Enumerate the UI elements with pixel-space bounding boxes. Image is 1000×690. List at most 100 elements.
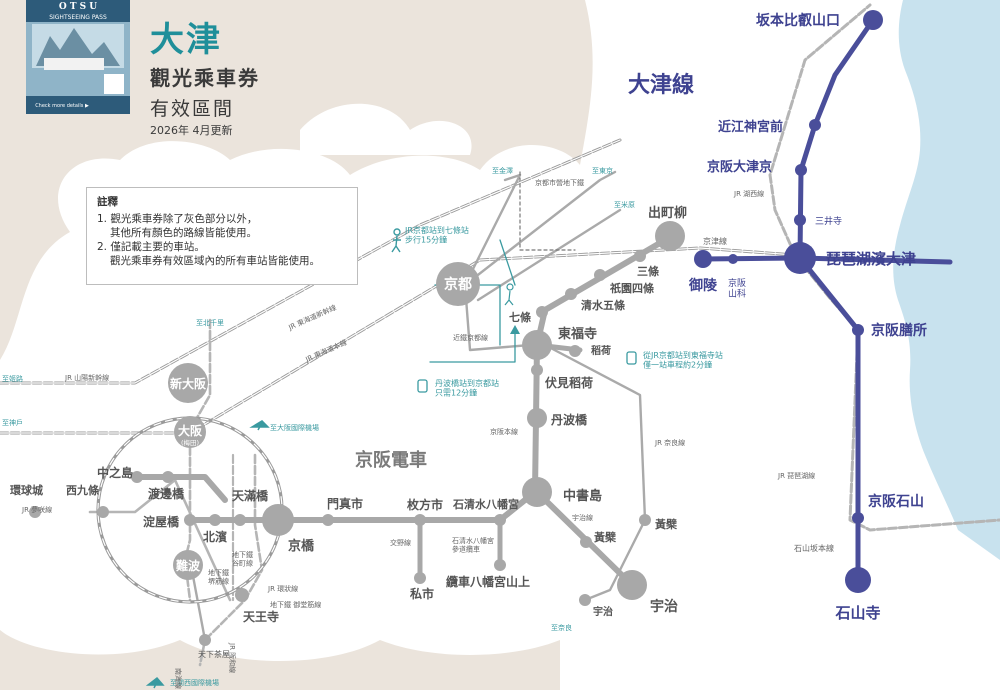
nishikujo-label: 西九條 [66,483,100,497]
hirakatashi-station [414,514,426,526]
sanjo-label: 三條 [637,264,660,278]
to-itami-label: 至大阪國際機場 [270,423,319,432]
gion-shijo-station [594,269,606,281]
note-line: 其他所有顏色的路線皆能使用。 [110,227,257,239]
nakanoshima-station [131,471,143,483]
watanabebashi-label: 渡邊橋 [148,486,185,501]
subway-sakaisuji-label: 地下鐵堺筋線 [208,568,229,585]
shin-osaka-station [168,363,208,403]
to-kitasenri-label: 至北千里 [196,318,224,327]
umeda-label: (梅田) [181,438,199,447]
to-maibara-label: 至米原 [614,200,635,209]
osaka-label: 大阪 [178,423,203,438]
yodoyabashi-station [184,514,196,526]
to-nara-label: 至奈良 [551,623,572,632]
shin-osaka-label: 新大阪 [170,376,207,391]
ticket-photo-hill [36,28,120,66]
jr-hanwa-label: JR 阪和線 [228,642,237,673]
notes-box: 註釋 1. 觀光乘車券除了灰色部分以外， 其他所有顏色的路線皆能使用。 2. 僅… [86,187,358,285]
tofukuji-station [522,330,552,360]
jr-kosei-label: JR 湖西線 [733,189,764,198]
tennoji-label: 天王寺 [243,609,279,624]
demachiyanagi-label: 出町柳 [648,205,687,221]
callout-arrow-walk-2 [499,239,516,286]
biwako-hamaotsu-station [784,242,816,274]
sakamoto-hieizan-label: 坂本比叡山口 [756,12,840,29]
update-date: 2026年 4月更新 [150,124,233,137]
jr-sanyo-shinkansen-label: JR 山陽新幹線 [64,373,109,382]
train-icon [626,351,637,365]
kitahama-label: 北濱 [203,529,227,544]
misasagi-label: 御陵 [688,277,718,294]
tambabashi-station [527,408,547,428]
note-line: 2. 僅記載主要的車站。 [97,241,205,253]
ishiyamadera-label: 石山寺 [834,604,880,622]
keihan-otsukyo-station [795,164,807,176]
omi-jingumae-station [809,119,821,131]
ticket-top-text: O T S U [59,2,97,12]
otsu-line-title: 大津線 [628,72,694,98]
kadomashi-station [322,514,334,526]
shichijo-label: 七條 [509,310,532,324]
kyobashi-label: 京橋 [288,538,315,554]
jr-loop-label: JR 環狀線 [267,584,298,593]
arrow-head [510,325,520,334]
temmabashi-station [234,514,246,526]
chushojima-label: 中書島 [563,488,602,504]
sanjo-station [634,250,646,262]
kyobashi-station [262,504,294,536]
namba-label: 難波 [176,558,201,573]
keihan-yamashina-station [728,254,738,264]
keishin-line-label: 京津線 [703,236,727,246]
route-to-tokyo [463,170,617,287]
uji-jr-station [579,594,591,606]
keihan-otsukyo-label: 京阪大津京 [707,159,772,175]
route-ishiyama-sakamoto-south [797,255,861,583]
lake-biwa [893,0,1000,560]
callout-arrow-tambabashi [429,329,516,363]
route-kyoto-subway [519,171,576,251]
to-kanazawa-label: 至金澤 [492,166,513,175]
nishikujo-station [97,506,109,518]
inari-station [569,345,581,357]
gion-shijo-label: 祇園四條 [609,281,655,295]
tambabashi-callout-text: 丹波橋站到京都站只需12分鐘 [435,378,499,398]
obaku-jr-label: 黃檗 [654,517,678,531]
keihan-zeze-station [852,324,864,336]
fushimi-inari-label: 伏見稻荷 [545,375,593,390]
iwashimizu-cable-label: 石清水八幡宮參道纜車 [452,536,494,553]
cable-station [494,559,506,571]
ticket-bottom-band [26,96,130,114]
cable-iwashimizu-label: 纜車八幡宮山上 [446,574,530,589]
to-kobe-label: 至神戶 [2,418,23,427]
route-to-maibara [476,208,622,302]
watanabebashi-station [162,471,174,483]
obaku-jr-station [639,514,651,526]
ishiyamadera-station [845,567,871,593]
jr-nara-label: JR 奈良線 [654,438,685,447]
route-jr-kosei [768,3,872,257]
route-nakanoshima-line [134,474,228,503]
yodoyabashi-label: 淀屋橋 [143,514,180,529]
miidera-label: 三井寺 [815,215,842,227]
sakamoto-hieizan-station [863,10,883,30]
subway-midosuji-label: 地下鐵 御堂筋線 [270,600,321,609]
miidera-station [794,214,806,226]
nakanoshima-label: 中之島 [97,465,133,480]
kankyocho-label: 環球城 [10,483,43,497]
subway-tanimachi-label: 地下鐵谷町線 [232,550,253,567]
shichijo-station [536,306,548,318]
ticket-top-band [26,0,130,22]
katano-line-label: 交野線 [390,538,411,547]
ticket-name-text: SIGHTSEEING PASS [49,14,107,21]
kiyomizu-gojo-station [565,288,577,300]
route-kintetsu-kyoto [463,283,532,352]
to-kansai-label: 至關西國際機場 [170,678,219,687]
demachiyanagi-station [655,221,685,251]
uji-line-label: 宇治線 [572,513,593,522]
kisaichi-station [414,572,426,584]
omi-jingumae-label: 近江神宮前 [718,119,783,135]
note-line: 1. 觀光乘車券除了灰色部分以外， [97,213,258,225]
